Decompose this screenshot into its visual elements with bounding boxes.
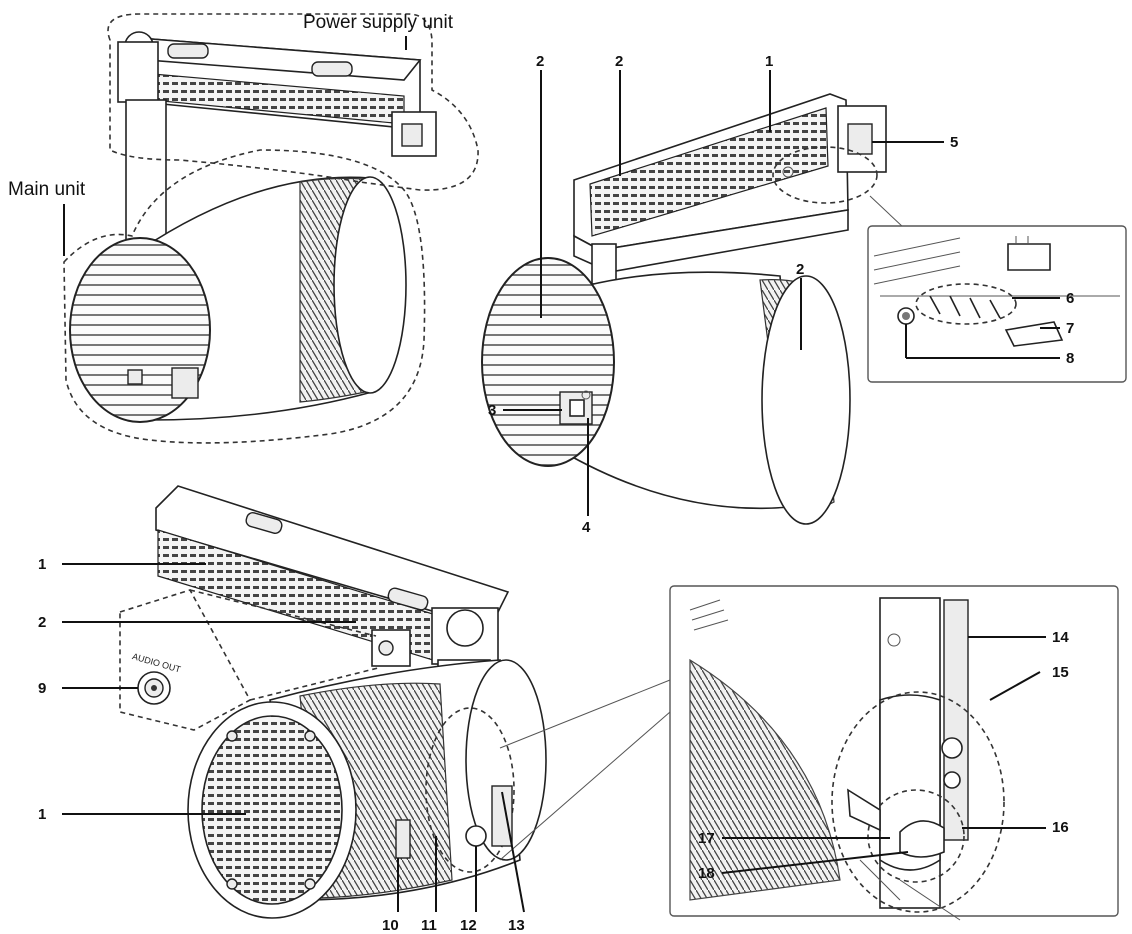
callout-14-stem-arm: 14 bbox=[1052, 629, 1069, 646]
callout-9-audio-out: 9 bbox=[38, 680, 46, 697]
main-unit-drawing bbox=[69, 176, 407, 423]
joint-inner-outline bbox=[867, 789, 965, 883]
rear-main-unit-drawing bbox=[187, 659, 671, 919]
main-unit-outline bbox=[63, 149, 426, 444]
callout-2-vent-left: 2 bbox=[615, 53, 623, 70]
audio-out-label: AUDIO OUT bbox=[131, 651, 182, 675]
callout-labels: 2 2 1 5 2 6 7 8 3 4 1 2 9 1 10 11 12 bbox=[38, 53, 1074, 934]
callout-4-lens: 4 bbox=[582, 519, 591, 536]
side-main-unit-drawing bbox=[481, 257, 851, 525]
callout-1-rear-vent: 1 bbox=[38, 556, 46, 573]
main-unit-caption: Main unit bbox=[8, 179, 86, 200]
terminal-group-outline bbox=[915, 283, 1017, 325]
underside-detail-inset bbox=[867, 225, 1127, 383]
view-rear: AUDIO OUT bbox=[119, 485, 671, 919]
joint-outer-outline bbox=[831, 691, 1005, 913]
stem-joint-outline bbox=[425, 707, 515, 873]
callout-15-joint: 15 bbox=[1052, 664, 1069, 681]
view-side bbox=[481, 93, 905, 525]
callout-18-lever: 18 bbox=[698, 865, 715, 882]
callout-16-lock: 16 bbox=[1052, 819, 1069, 836]
power-supply-outline bbox=[107, 13, 479, 191]
callout-17-pin: 17 bbox=[698, 830, 715, 847]
callout-2-side-ribs: 2 bbox=[796, 261, 804, 278]
callout-7-label-plate: 7 bbox=[1066, 320, 1074, 337]
callout-2-rear-vent: 2 bbox=[38, 614, 46, 631]
callout-1-vent-right: 1 bbox=[765, 53, 773, 70]
power-supply-unit-caption: Power supply unit bbox=[303, 12, 454, 33]
stem-drawing bbox=[125, 99, 167, 241]
callout-12-knob: 12 bbox=[460, 917, 477, 934]
callout-5-connector: 5 bbox=[950, 134, 958, 151]
callout-11-stem: 11 bbox=[421, 917, 437, 934]
underside-highlight-outline bbox=[772, 146, 878, 204]
stem-joint-detail-inset bbox=[669, 585, 1119, 921]
callout-10-side-port: 10 bbox=[382, 917, 399, 934]
callout-8-screw: 8 bbox=[1066, 350, 1074, 367]
callout-3-sensor: 3 bbox=[488, 402, 496, 419]
callout-2-grill-top: 2 bbox=[536, 53, 544, 70]
rear-power-supply-drawing bbox=[155, 485, 510, 673]
power-supply-unit-drawing bbox=[117, 31, 437, 157]
callout-1-rear-grill: 1 bbox=[38, 806, 46, 823]
callout-13-bracket: 13 bbox=[508, 917, 525, 934]
side-stem-drawing bbox=[591, 243, 617, 285]
callout-6-terminals: 6 bbox=[1066, 290, 1074, 307]
view-overview: Power supply unit Main unit bbox=[8, 12, 479, 444]
side-power-supply-drawing bbox=[573, 93, 905, 273]
